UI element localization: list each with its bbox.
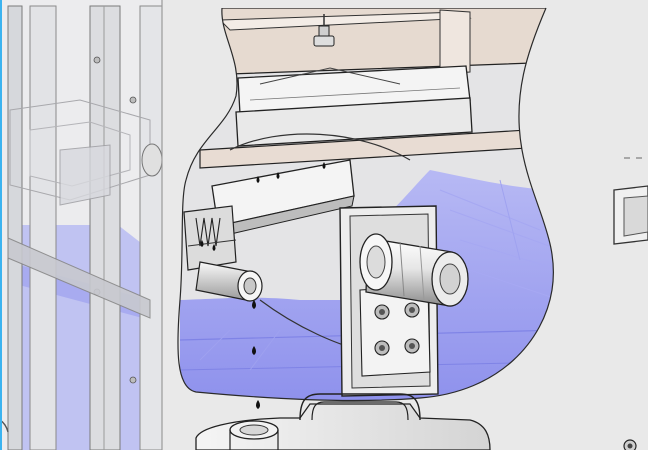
- droplet-icon: [256, 400, 260, 409]
- droplet-icon: [200, 162, 326, 355]
- canister-icon: [195, 393, 491, 450]
- motor-icon: [339, 205, 469, 397]
- bolt-icon: [313, 14, 335, 47]
- cutaway-window: [177, 7, 554, 402]
- left-enclosure-panel: [0, 0, 172, 450]
- screw-icon: [623, 439, 637, 450]
- nozzle-icon: [195, 261, 263, 302]
- spring-icon: [183, 205, 237, 271]
